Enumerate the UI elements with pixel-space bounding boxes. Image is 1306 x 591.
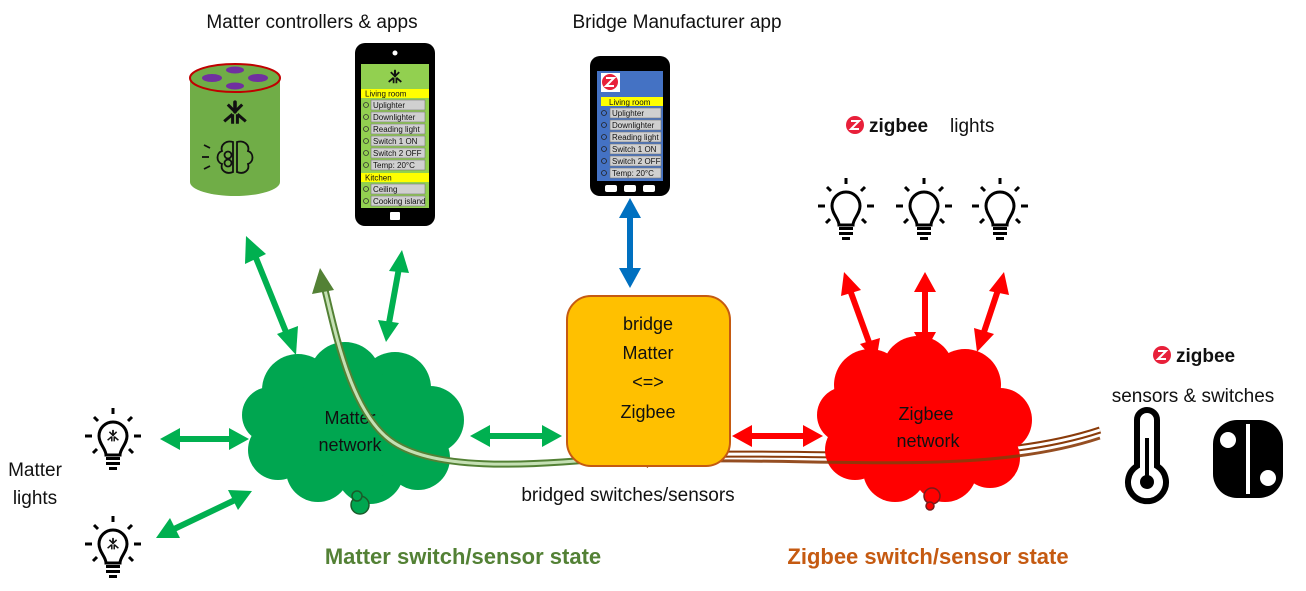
- matter-state-label: Matter switch/sensor state: [325, 544, 601, 569]
- matter-bulb-icon: [83, 514, 143, 580]
- phone-section-title: Living room: [609, 98, 651, 107]
- phone-list-item[interactable]: [370, 195, 426, 207]
- phone-item-icon: [363, 150, 369, 156]
- phone-list-item[interactable]: [609, 107, 662, 119]
- zigbee-network-label-2: network: [896, 431, 960, 451]
- phone-list-item-label: Downlighter: [373, 113, 416, 122]
- zigbee-network-label-1: Zigbee: [898, 404, 953, 424]
- bridge-label-4: Zigbee: [620, 402, 675, 422]
- bridge-app-label: Bridge Manufacturer app: [572, 12, 781, 33]
- phone-list-item[interactable]: [370, 159, 426, 171]
- phone-item-icon: [363, 198, 369, 204]
- matter-state-arrowhead: [312, 268, 334, 294]
- light2-matter-arrow: [170, 497, 237, 533]
- phone-item-icon: [363, 162, 369, 168]
- zigbee-word: zigbee: [869, 116, 928, 137]
- phone-item-icon: [363, 186, 369, 192]
- matter-bulb-icon: [83, 406, 143, 472]
- phone-matter-arrow: [386, 267, 402, 324]
- zigbee-state-label: Zigbee switch/sensor state: [787, 544, 1068, 569]
- phone-list-item-label: Switch 2 OFF: [612, 157, 661, 166]
- zigbee-bulb-icon: [816, 176, 876, 242]
- zigbee-sensors: [1125, 407, 1283, 505]
- zigbee-network-cloud: Zigbee network: [817, 336, 1032, 511]
- phone-list-item-label: Downlighter: [612, 121, 655, 130]
- arrows: [156, 198, 1009, 538]
- matter-lights-label-2: lights: [13, 488, 57, 509]
- bridge-box: bridge Matter <=> Zigbee: [566, 295, 731, 467]
- phone-list-item[interactable]: [609, 119, 662, 131]
- switch-icon: [1213, 420, 1283, 498]
- phone-item-icon: [601, 146, 607, 152]
- phone-list-item-label: Switch 1 ON: [612, 145, 657, 154]
- phone-list-item-label: Temp: 20°C: [373, 161, 415, 170]
- zigbee-lights: [816, 176, 1030, 242]
- phone-section-title: Kitchen: [365, 174, 392, 183]
- phone-item-icon: [601, 110, 607, 116]
- sensors-switches-label: sensors & switches: [1112, 386, 1275, 407]
- phone-list-item[interactable]: [370, 99, 426, 111]
- phone-item-icon: [363, 102, 369, 108]
- phone-item-icon: [363, 126, 369, 132]
- phone-item-icon: [363, 114, 369, 120]
- phone-list-item-label: Switch 2 OFF: [373, 149, 422, 158]
- phone-list-item[interactable]: [609, 131, 662, 143]
- phone-item-icon: [363, 138, 369, 144]
- matter-controllers-label: Matter controllers & apps: [206, 12, 417, 33]
- matter-network-label-2: network: [318, 435, 382, 455]
- phone-item-icon: [601, 122, 607, 128]
- phone-item-icon: [601, 158, 607, 164]
- phone-list-item-label: Temp: 20°C: [612, 169, 654, 178]
- phone-list-item-label: Uplighter: [612, 109, 644, 118]
- thermometer-icon: [1125, 407, 1169, 505]
- bridged-label: bridged switches/sensors: [521, 485, 734, 506]
- phone-list-item-label: Reading light: [612, 133, 659, 142]
- bridge-label-3: <=>: [632, 372, 664, 392]
- phone-list-item[interactable]: [370, 147, 426, 159]
- phone-list-item-label: Uplighter: [373, 101, 405, 110]
- phone-list-item-label: Ceiling: [373, 185, 397, 194]
- phone-item-icon: [601, 134, 607, 140]
- phone-list-item-label: Cooking island: [373, 197, 425, 206]
- phone-list-item[interactable]: [609, 167, 662, 179]
- controller-matter-arrow: [253, 256, 291, 339]
- zigbee-lights-label: lights: [950, 116, 994, 137]
- phone-list-item[interactable]: [609, 155, 662, 167]
- phone-list-item-label: Reading light: [373, 125, 420, 134]
- phone-list-item[interactable]: [370, 135, 426, 147]
- phone-item-icon: [601, 170, 607, 176]
- zigbee-logo-lights: zigbee lights: [846, 116, 994, 137]
- matter-state-path: [312, 268, 629, 468]
- phone-list-item[interactable]: [370, 123, 426, 135]
- zigbee-word: zigbee: [1176, 346, 1235, 367]
- phone-list-item[interactable]: [609, 143, 662, 155]
- matter-speaker: [189, 63, 281, 196]
- zigbee-bulb-icon: [970, 176, 1030, 242]
- bridge-label-1: bridge: [623, 314, 673, 334]
- phone-list-item[interactable]: [370, 111, 426, 123]
- matter-lights-label-1: Matter: [8, 460, 63, 481]
- bridge-label-2: Matter: [622, 343, 673, 363]
- phone-list-item-label: Switch 1 ON: [373, 137, 418, 146]
- zigbee-logo-sensors: zigbee: [1153, 346, 1235, 367]
- brain-icon: [202, 140, 254, 174]
- phone-list-item[interactable]: [370, 183, 426, 195]
- matter-network-cloud: Matter network: [242, 342, 464, 515]
- zigbee-bulb-icon: [894, 176, 954, 242]
- matter-lights: [83, 406, 143, 580]
- phone-section-title: Living room: [365, 90, 407, 99]
